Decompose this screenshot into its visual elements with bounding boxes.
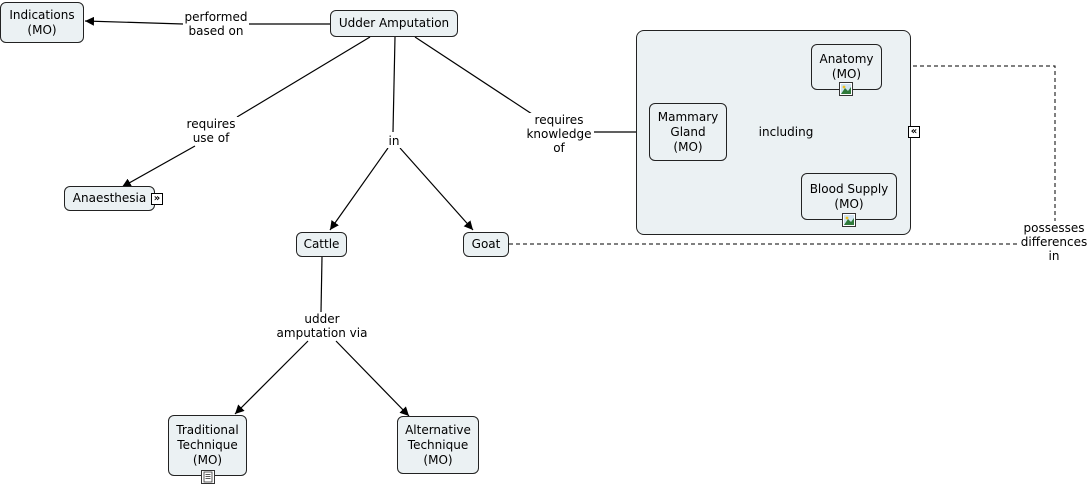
node-udder-amputation[interactable]: Udder Amputation <box>330 10 458 37</box>
node-anaesthesia[interactable]: Anaesthesia <box>64 186 155 211</box>
link-in-label: in <box>388 134 400 148</box>
edge-cattle-to-via <box>320 256 323 313</box>
link-possesses-line1: possesses <box>1023 221 1085 235</box>
node-cattle-label: Cattle <box>303 237 340 251</box>
edge-in-to-cattle <box>329 147 389 231</box>
image-resource-icon[interactable] <box>839 82 853 96</box>
node-alternative-line3: (MO) <box>423 452 453 467</box>
edge-possesses-to-anatomy <box>882 61 1056 222</box>
collapse-left-icon[interactable]: « <box>908 126 920 138</box>
link-performed-based-on: performed based on <box>183 10 249 38</box>
link-including: including <box>757 125 815 139</box>
link-requires-use-of: requires use of <box>182 117 240 145</box>
node-mammary-line2: Gland <box>670 124 706 139</box>
node-mammary-line3: (MO) <box>673 139 703 154</box>
node-alternative-line1: Alternative <box>405 422 471 437</box>
node-blood-supply[interactable]: Blood Supply (MO) <box>801 173 897 220</box>
link-possesses-line2: differences <box>1020 235 1088 249</box>
node-anatomy-line1: Anatomy <box>819 52 874 66</box>
link-performed-line2: based on <box>188 24 244 38</box>
node-alternative-line2: Technique <box>407 437 469 452</box>
link-including-label: including <box>758 125 814 139</box>
link-udder-amputation-via: udder amputation via <box>275 312 369 340</box>
link-possesses-line3: in <box>1048 249 1060 263</box>
expand-right-icon[interactable]: » <box>151 193 163 205</box>
edge-requires-use-to-anaesthesia <box>121 145 196 188</box>
node-traditional-line1: Traditional <box>176 423 239 437</box>
edge-via-to-traditional <box>234 340 309 415</box>
node-traditional-technique[interactable]: Traditional Technique (MO) <box>168 415 247 476</box>
node-goat-label: Goat <box>471 237 501 251</box>
document-resource-icon[interactable] <box>201 470 215 484</box>
link-requires-knowledge-of: requires knowledge of <box>524 113 594 155</box>
node-traditional-line2: Technique <box>177 438 238 452</box>
node-goat[interactable]: Goat <box>463 232 509 257</box>
link-requires-knowledge-line1: requires <box>534 113 584 127</box>
node-anaesthesia-label: Anaesthesia <box>72 191 147 205</box>
node-indications-line2: (MO) <box>27 22 57 37</box>
link-requires-use-line1: requires <box>186 117 236 131</box>
edge-udder-to-in <box>392 36 396 133</box>
node-blood-supply-line1: Blood Supply <box>809 181 889 196</box>
node-cattle[interactable]: Cattle <box>296 232 347 257</box>
node-anatomy-line2: (MO) <box>831 67 862 81</box>
link-requires-knowledge-line2: knowledge <box>526 127 592 141</box>
edge-udder-to-requires-knowledge <box>414 36 533 115</box>
link-possesses-differences-in: possesses differences in <box>1019 221 1089 263</box>
edge-via-to-alternative <box>335 340 410 417</box>
node-udder-amputation-label: Udder Amputation <box>338 16 450 30</box>
edge-in-to-goat <box>399 147 474 231</box>
link-requires-use-line2: use of <box>192 131 230 145</box>
edge-performed-to-indications <box>84 16 184 26</box>
edge-udder-to-requires-use <box>236 36 371 118</box>
node-traditional-line3: (MO) <box>192 453 223 467</box>
node-indications-line1: Indications <box>9 7 75 22</box>
node-blood-supply-line2: (MO) <box>834 196 864 211</box>
link-via-line2: amputation via <box>276 326 368 340</box>
node-indications[interactable]: Indications (MO) <box>0 2 84 43</box>
link-performed-line1: performed <box>184 10 248 24</box>
node-alternative-technique[interactable]: Alternative Technique (MO) <box>397 416 479 474</box>
node-mammary-line1: Mammary <box>657 109 719 124</box>
link-in: in <box>384 134 404 148</box>
image-resource-icon[interactable] <box>842 213 856 227</box>
link-requires-knowledge-line3: of <box>553 141 565 155</box>
link-via-line1: udder <box>304 312 340 326</box>
node-mammary-gland[interactable]: Mammary Gland (MO) <box>649 103 727 161</box>
